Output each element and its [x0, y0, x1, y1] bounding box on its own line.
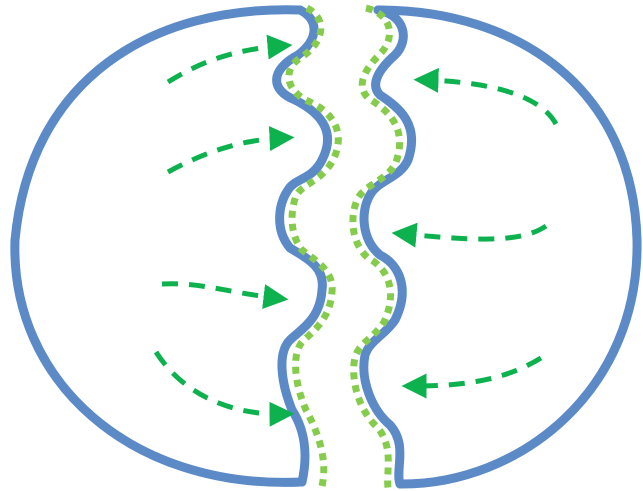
right-arrows — [391, 67, 559, 399]
right-new-membrane — [349, 4, 404, 489]
right-arrow-3 — [401, 355, 543, 399]
left-cell-wall — [272, 5, 333, 487]
left-arrows — [153, 34, 295, 427]
right-arrow-2 — [391, 222, 548, 248]
right-arrow-1 — [413, 67, 559, 126]
left-arrow-1 — [166, 34, 293, 85]
left-cell-outline — [10, 5, 307, 487]
left-arrow-4 — [153, 350, 295, 427]
left-arrow-2 — [166, 126, 295, 175]
left-arrow-3 — [161, 281, 289, 309]
right-cell-outline — [373, 5, 642, 489]
left-new-membrane — [285, 4, 342, 487]
right-cell-wall — [359, 5, 417, 489]
